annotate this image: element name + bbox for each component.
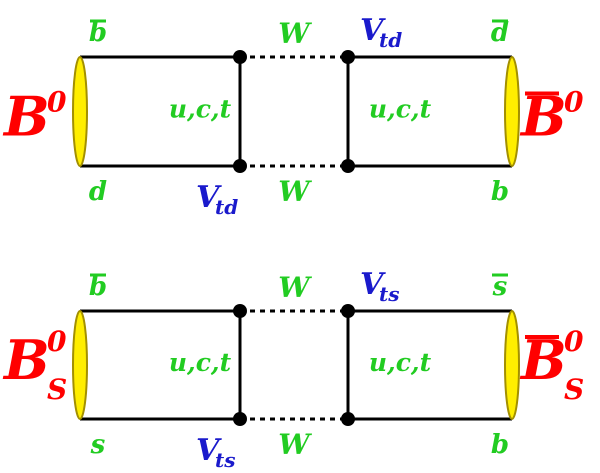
internal-quark-label-left: u,c,t [169, 348, 232, 377]
ckm-bottom-base: V [196, 180, 222, 215]
w-label-bottom: W [278, 175, 312, 208]
vertex-dot [341, 304, 355, 318]
quark-label-bottom-right: b [491, 430, 509, 460]
quark-label-bottom-left: s [90, 430, 106, 460]
right_meson-subscript: S [564, 373, 584, 406]
vertex-dot [341, 159, 355, 173]
ckm-top-subscript: ts [379, 282, 400, 306]
w-label-top: W [278, 271, 312, 304]
vertex-dot [233, 159, 247, 173]
quark-label-top-left: b [89, 18, 107, 48]
quark-label-bottom-right: b [491, 177, 509, 207]
meson-ellipse-right [504, 310, 520, 420]
right_meson-superscript: 0 [564, 325, 584, 358]
ckm-bottom-subscript: ts [215, 448, 236, 472]
quark-label-bottom-left: d [89, 177, 107, 207]
left_meson-superscript: 0 [47, 86, 67, 119]
w-label-top: W [278, 17, 312, 50]
vertex-dot [233, 50, 247, 64]
internal-quark-label-right: u,c,t [369, 95, 432, 124]
left_meson-base: B [2, 328, 50, 392]
right_meson-superscript: 0 [564, 86, 584, 119]
ckm-top-subscript: td [379, 28, 402, 52]
left_meson-superscript: 0 [47, 325, 67, 358]
quark-label-top-right: d [491, 18, 509, 48]
w-label-bottom: W [278, 428, 312, 461]
meson-ellipse-left [72, 56, 88, 167]
meson-ellipse-left [72, 310, 88, 420]
left_meson-subscript: S [47, 373, 67, 406]
ckm-top-base: V [360, 267, 386, 302]
quark-label-top-left: b [89, 272, 107, 302]
ckm-bottom-subscript: td [215, 195, 238, 219]
meson-ellipse-right [504, 56, 520, 167]
ckm-bottom-base: V [196, 433, 222, 468]
ckm-top-base: V [360, 13, 386, 48]
vertex-dot [341, 412, 355, 426]
quark-label-top-right: s [492, 272, 508, 302]
internal-quark-label-right: u,c,t [369, 348, 432, 377]
vertex-dot [233, 304, 247, 318]
vertex-dot [341, 50, 355, 64]
left_meson-base: B [2, 85, 50, 149]
internal-quark-label-left: u,c,t [169, 95, 232, 124]
vertex-dot [233, 412, 247, 426]
